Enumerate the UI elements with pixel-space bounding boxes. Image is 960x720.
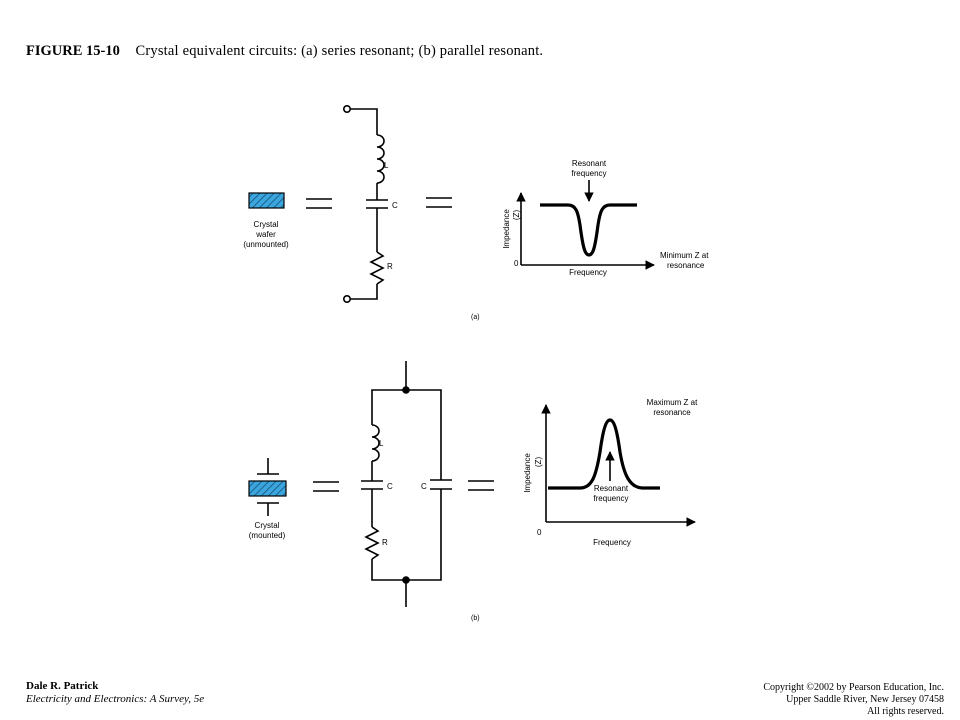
resistor-label: R: [387, 262, 393, 271]
figure-caption: FIGURE 15-10 Crystal equivalent circuits…: [26, 43, 543, 60]
crystal-wafer-unmounted: [248, 192, 285, 209]
minimum-z-label: resonance: [667, 261, 705, 270]
resistor-label: R: [382, 538, 388, 547]
y-axis-label: Impedance: [523, 453, 532, 493]
y-axis-label: Impedance: [502, 209, 511, 249]
y-axis-symbol: (Z): [512, 210, 521, 221]
impedance-curve-peak: [548, 418, 660, 490]
resonant-frequency-label: Resonant: [594, 484, 629, 493]
resistor-r: [369, 251, 385, 285]
panel-a-labels: Crystal wafer (unmounted) L C R Resonant…: [243, 159, 709, 321]
figure-number: FIGURE 15-10: [26, 43, 120, 59]
zero-label: 0: [537, 528, 542, 537]
impedance-curve-dip: [540, 203, 637, 257]
book-title: Electricity and Electronics: A Survey, 5…: [26, 693, 205, 705]
crystal-mounted: [248, 458, 287, 516]
capacitor-label: C: [392, 201, 398, 210]
panel-tag: (a): [471, 314, 480, 321]
footer-copyright-block: Copyright ©2002 by Pearson Education, In…: [763, 682, 944, 718]
publisher-address: Upper Saddle River, New Jersey 07458: [786, 694, 944, 705]
resonant-frequency-label: Resonant: [572, 159, 607, 168]
equals-sign: [313, 481, 339, 492]
equals-sign: [468, 480, 494, 491]
crystal-label: wafer: [255, 230, 276, 239]
x-axis-label: Frequency: [593, 538, 631, 547]
crystal-label: (mounted): [249, 531, 286, 540]
crystal-label: Crystal: [255, 521, 280, 530]
junction-dot: [402, 386, 410, 394]
author-name: Dale R. Patrick: [26, 680, 99, 692]
resonant-frequency-label: frequency: [593, 494, 628, 503]
capacitor-c-series: [361, 480, 383, 490]
maximum-z-label: Maximum Z at: [647, 398, 698, 407]
panel-a: [248, 105, 655, 303]
crystal-label: Crystal: [254, 220, 279, 229]
resonant-frequency-label: frequency: [571, 169, 606, 178]
terminal: [342, 105, 351, 114]
capacitor-label: C: [421, 482, 427, 491]
maximum-z-label: resonance: [653, 408, 691, 417]
x-axis-label: Frequency: [569, 268, 607, 277]
rights-line: All rights reserved.: [867, 706, 944, 717]
panel-b-labels: Crystal (mounted) L C C R Maximum Z at r…: [249, 398, 698, 622]
capacitor-c: [366, 199, 388, 209]
crystal-label: (unmounted): [243, 240, 289, 249]
inductor-l: [371, 424, 380, 462]
inductor-l: [376, 134, 385, 184]
figure-title: Crystal equivalent circuits: (a) series …: [135, 43, 544, 59]
junction-dot: [402, 576, 410, 584]
capacitor-label: C: [387, 482, 393, 491]
footer-author-block: Dale R. Patrick Electricity and Electron…: [26, 680, 204, 706]
capacitor-c-parallel: [430, 479, 452, 490]
resistor-r: [364, 526, 380, 560]
panel-tag: (b): [471, 615, 480, 622]
panel-b: [248, 361, 696, 607]
equals-sign: [306, 198, 332, 209]
zero-label: 0: [514, 259, 519, 268]
terminal: [342, 294, 351, 303]
equals-sign: [426, 197, 452, 208]
y-axis-symbol: (Z): [534, 457, 543, 468]
inductor-label: L: [379, 439, 384, 448]
minimum-z-label: Minimum Z at: [660, 251, 709, 260]
inductor-label: L: [384, 161, 389, 170]
copyright-line: Copyright ©2002 by Pearson Education, In…: [763, 682, 944, 693]
